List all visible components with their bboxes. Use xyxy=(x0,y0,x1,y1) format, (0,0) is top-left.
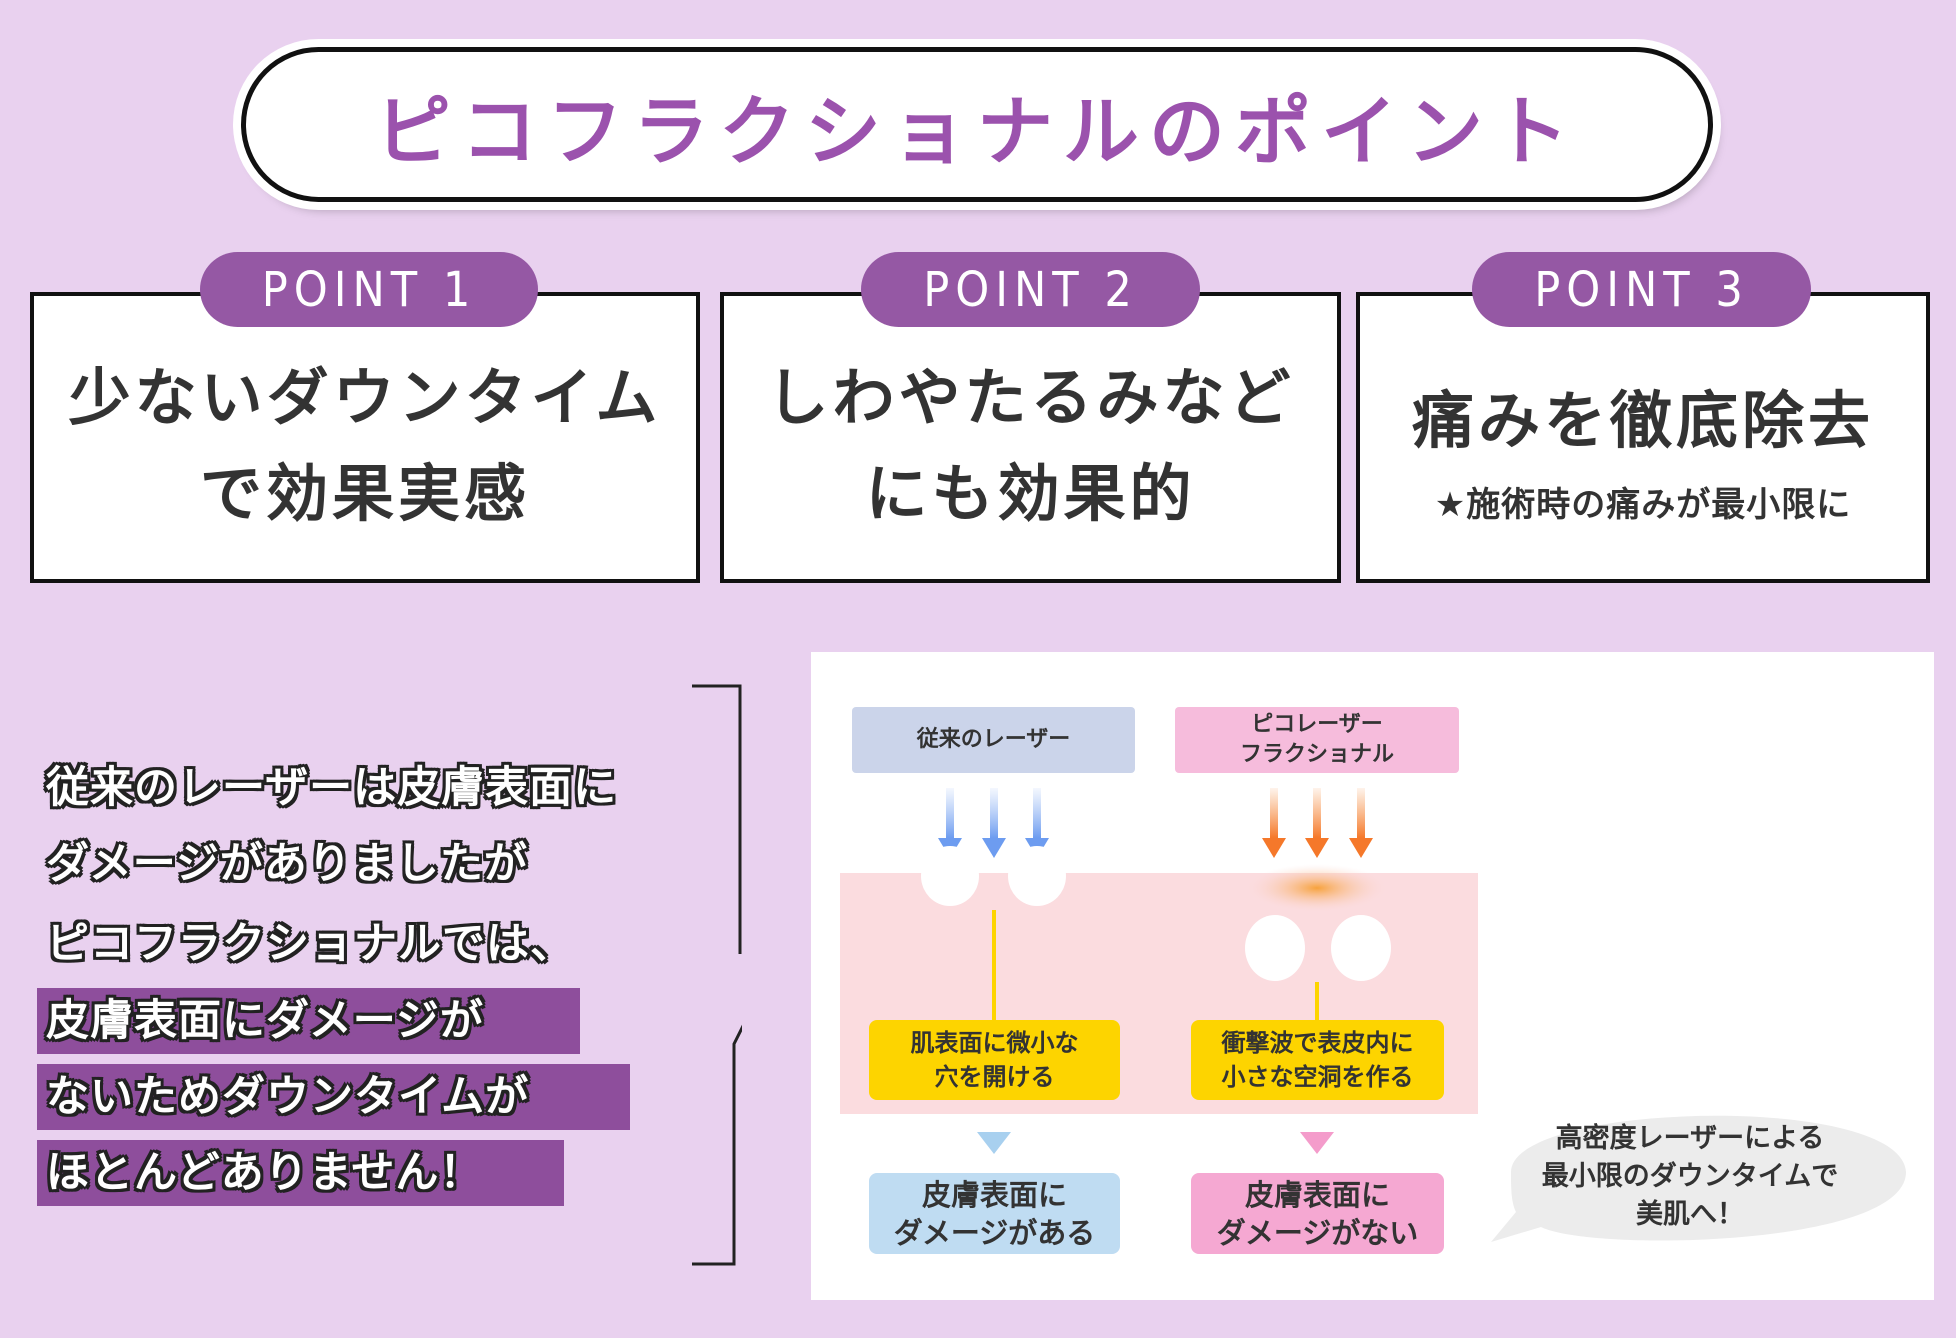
point-2-line-1: しわやたるみなど xyxy=(766,360,1295,434)
speech-bubble-text: 高密度レーザーによる最小限のダウンタイムで美肌へ！ xyxy=(1541,1123,1839,1230)
pico-effect-box: 衝撃波で表皮内に小さな空洞を作る xyxy=(1191,1020,1444,1100)
point-2-line-2: にも効果的 xyxy=(865,456,1196,530)
point-1-line-2: で効果実感 xyxy=(199,456,530,530)
point-1-tab: POINT 1 xyxy=(200,252,538,327)
point-1-line-1: 少ないダウンタイム xyxy=(68,360,662,434)
highlight-bar xyxy=(37,1140,564,1206)
point-3-tab: POINT 3 xyxy=(1472,252,1811,327)
conventional-effect-box: 肌表面に微小な穴を開ける xyxy=(869,1020,1120,1100)
highlight-bar xyxy=(37,1064,630,1130)
point-2-tab: POINT 2 xyxy=(861,252,1200,327)
explanation-line-2: ダメージがありましたが xyxy=(46,839,528,889)
pico-laser-label: ピコレーザーフラクショナル xyxy=(1175,707,1459,773)
point-3-sub: ★施術時の痛みが最小限に xyxy=(1434,485,1852,525)
orange-arrow-icons xyxy=(1262,788,1373,858)
explanation-highlight-1: 皮膚表面にダメージが xyxy=(46,996,484,1046)
explanation-line-3: ピコフラクショナルでは、 xyxy=(46,919,574,969)
speech-bubble xyxy=(1491,1115,1906,1242)
bracket-divider xyxy=(692,684,742,1266)
down-triangle-icon xyxy=(1300,1132,1334,1154)
point-3-line-1: 痛みを徹底除去 xyxy=(1411,384,1874,457)
point-card-1: 少ないダウンタイム で効果実感 xyxy=(30,292,700,583)
explanation-highlight-2: ないためダウンタイムが xyxy=(46,1072,530,1122)
highlight-bar xyxy=(37,988,580,1054)
explanation-highlight-3: ほとんどありません！ xyxy=(46,1148,484,1198)
pico-result-box: 皮膚表面にダメージがない xyxy=(1191,1173,1444,1254)
title-banner: ピコフラクショナルのポイント xyxy=(241,47,1713,202)
conventional-result-box: 皮膚表面にダメージがある xyxy=(869,1173,1120,1254)
point-card-3: 痛みを徹底除去 ★施術時の痛みが最小限に xyxy=(1356,292,1930,583)
down-triangle-icon xyxy=(977,1132,1011,1154)
conventional-laser-label: 従来のレーザー xyxy=(852,707,1135,773)
page-title: ピコフラクショナルのポイント xyxy=(375,86,1579,176)
point-card-2: しわやたるみなど にも効果的 xyxy=(720,292,1341,583)
explanation-line-1: 従来のレーザーは皮膚表面に xyxy=(46,763,618,813)
